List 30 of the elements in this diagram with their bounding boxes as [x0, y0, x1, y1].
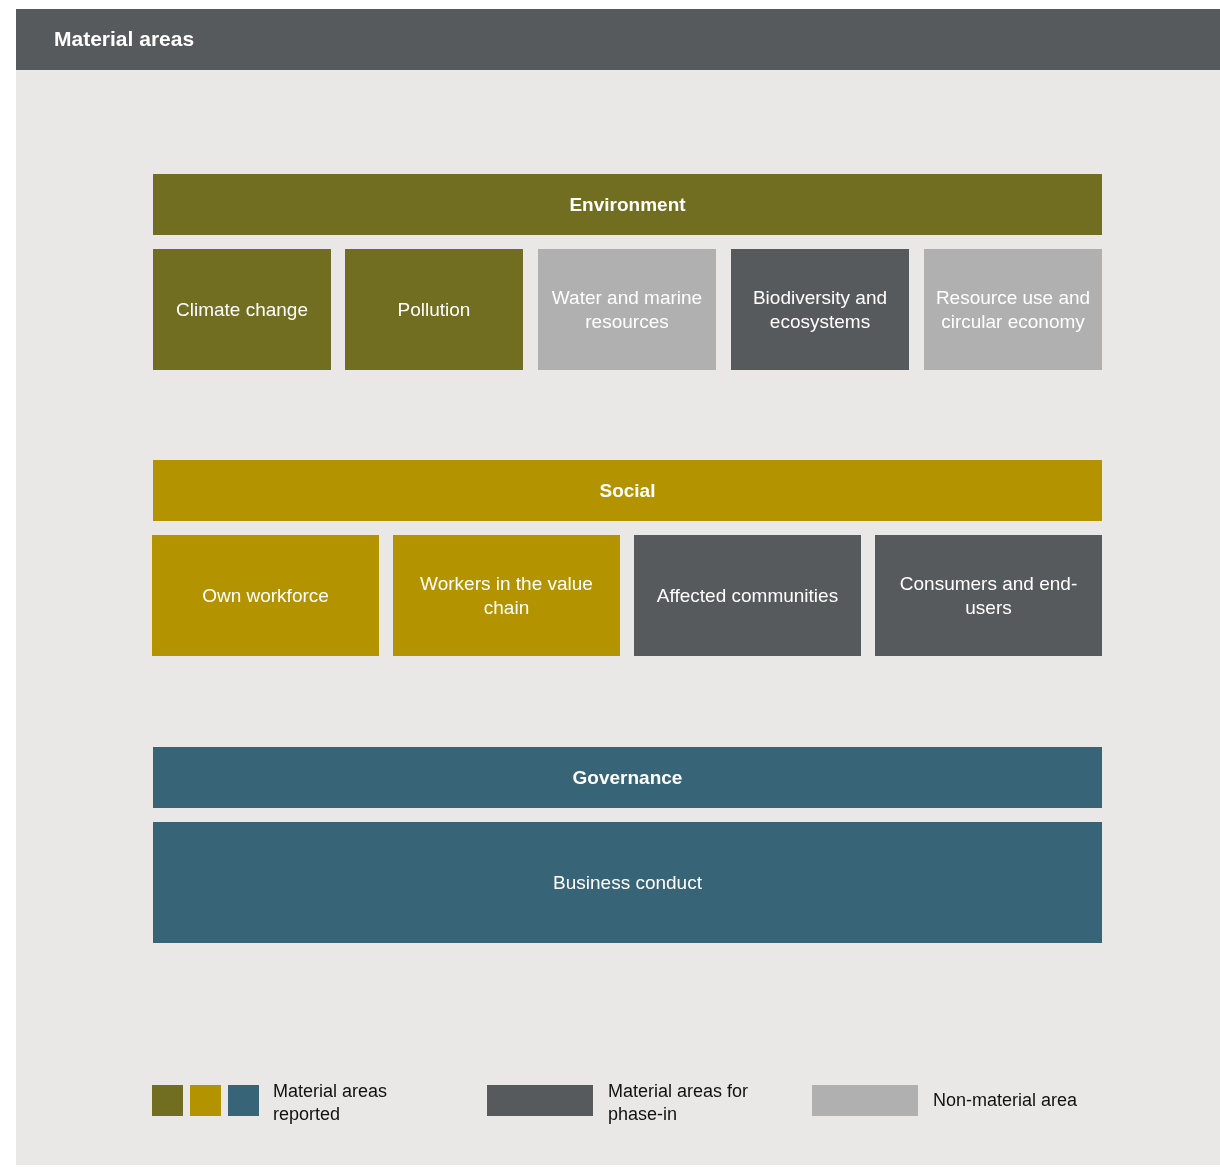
category-band	[153, 174, 1102, 235]
topic-box	[924, 249, 1102, 370]
topic-label: Resource use and circular economy	[934, 285, 1092, 334]
topic-label: Biodiversity and ecosystems	[751, 285, 889, 334]
category-title: Environment	[569, 192, 686, 217]
topic-label: Consumers and end-users	[898, 571, 1079, 620]
category-band	[153, 460, 1102, 521]
topic-label: Own workforce	[202, 583, 329, 608]
topic-box	[153, 822, 1102, 943]
title: Material areas	[54, 27, 195, 51]
topic-box	[634, 535, 861, 656]
topic-box	[875, 535, 1102, 656]
topic-box	[538, 249, 716, 370]
topic-box	[153, 249, 331, 370]
topic-label: Climate change	[176, 297, 308, 322]
topic-label: Business conduct	[553, 870, 702, 895]
category-band	[153, 747, 1102, 808]
topic-box	[393, 535, 620, 656]
topic-label: Water and marine resources	[550, 285, 704, 334]
legend-label: Non-material area	[933, 1089, 1079, 1112]
legend-label: Material areas for phase-in	[608, 1080, 750, 1126]
category-title: Social	[599, 478, 656, 503]
legend-label: Material areas reported	[273, 1080, 389, 1126]
topic-box	[152, 535, 379, 656]
topic-box	[731, 249, 909, 370]
topic-box	[345, 249, 523, 370]
topic-label: Affected communities	[656, 583, 839, 608]
topic-label: Pollution	[397, 297, 471, 322]
category-title: Governance	[572, 765, 683, 790]
topic-label: Workers in the value chain	[419, 571, 594, 620]
